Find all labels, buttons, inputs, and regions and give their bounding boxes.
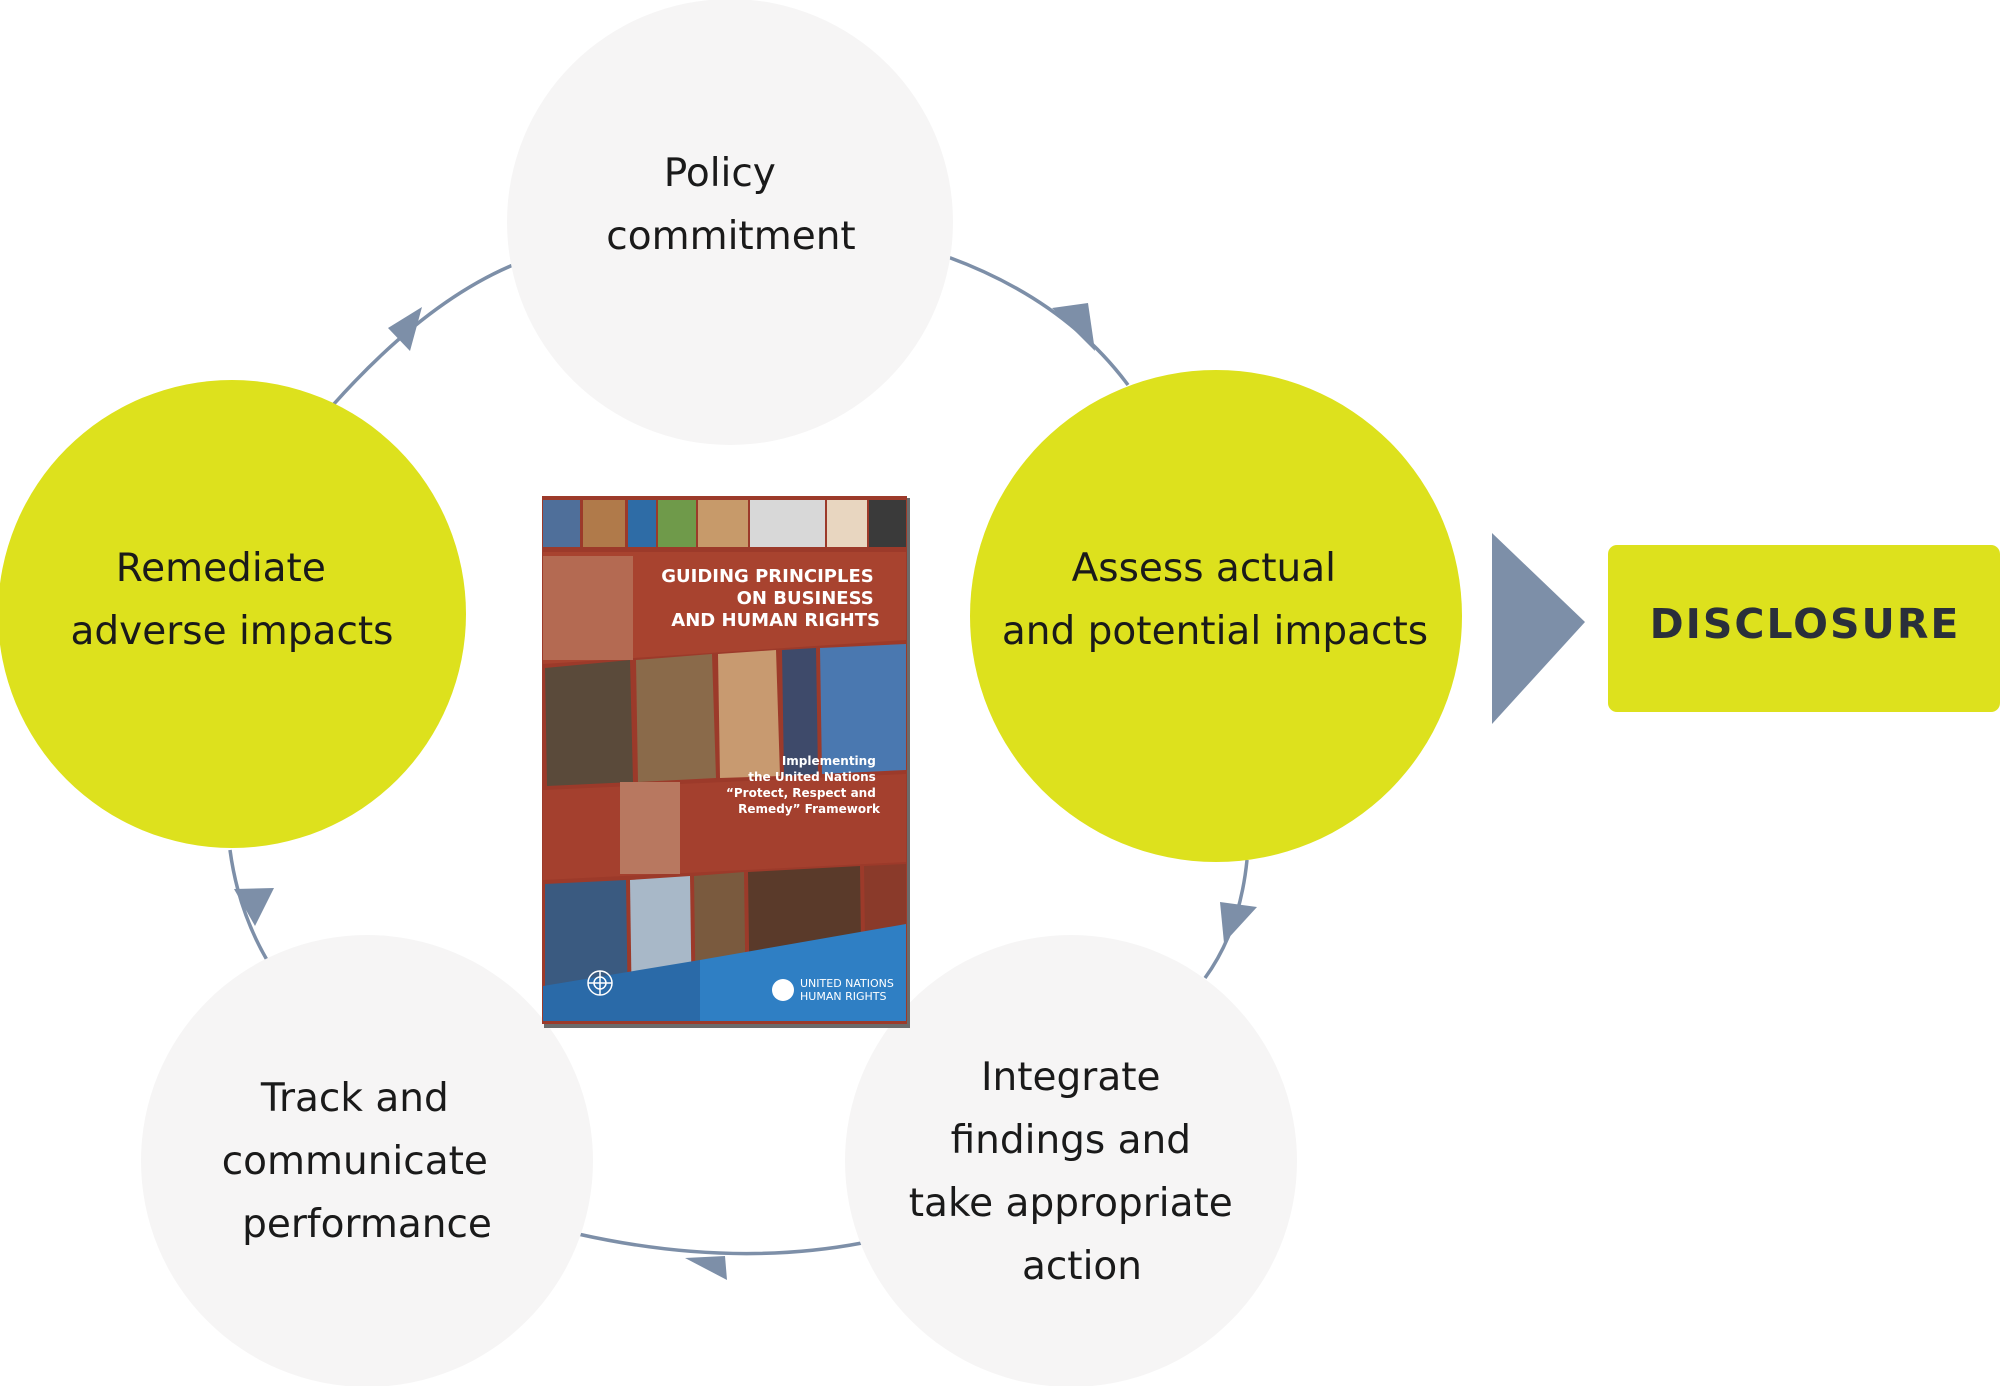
cover-subtitle-line-1: Implementing	[782, 754, 876, 768]
node-remediate-label: Remediate adverse impacts	[70, 546, 393, 654]
node-track-label: Track and communicate performance	[222, 1076, 501, 1247]
arrow-right-icon	[1492, 533, 1585, 724]
node-integrate-line-2: findings and	[951, 1118, 1191, 1163]
node-integrate-line-4: action	[1022, 1244, 1142, 1289]
un-human-rights-logo-icon	[772, 979, 794, 1001]
node-assess-line-1: Assess actual	[1072, 546, 1336, 591]
cover-title-line-1: GUIDING PRINCIPLES	[661, 566, 873, 587]
node-policy-label: Policy commitment	[606, 151, 855, 259]
cover-un-text: UNITED NATIONS HUMAN RIGHTS	[800, 977, 897, 1003]
cover-footer-band-left	[543, 960, 700, 1021]
node-remediate-line-2: adverse impacts	[70, 609, 393, 654]
connector-remediate-policy	[331, 263, 514, 407]
node-integrate-line-3: take appropriate	[909, 1181, 1233, 1226]
disclosure-label: DISCLOSURE	[1650, 600, 1961, 648]
node-integrate-label: Integrate findings and take appropriate …	[909, 1055, 1245, 1289]
cover-un-line-2: HUMAN RIGHTS	[800, 990, 886, 1003]
cover-photo-strip-top	[543, 500, 906, 547]
cover-subtitle-line-3: “Protect, Respect and	[726, 786, 876, 800]
cover-subtitle: Implementing the United Nations “Protect…	[726, 754, 881, 816]
node-assess-circle	[970, 370, 1462, 862]
report-cover: GUIDING PRINCIPLES ON BUSINESS AND HUMAN…	[542, 496, 910, 1028]
node-policy-circle	[507, 0, 953, 445]
cover-photo-face	[543, 556, 633, 660]
cover-photo-woman	[620, 782, 680, 874]
node-track-line-1: Track and	[260, 1076, 449, 1121]
cover-subtitle-line-2: the United Nations	[748, 770, 876, 784]
cover-un-line-1: UNITED NATIONS	[800, 977, 894, 990]
node-integrate-line-1: Integrate	[981, 1055, 1160, 1100]
node-policy-line-2: commitment	[606, 214, 855, 259]
cover-footer-band	[700, 924, 906, 1021]
cover-photo-strip-middle	[545, 644, 906, 786]
node-integrate-circle	[845, 935, 1297, 1386]
node-track-circle	[141, 935, 593, 1386]
cycle-arrow-icon	[685, 1256, 727, 1280]
cycle-arrowheads	[234, 303, 1257, 1280]
connector-track-remediate	[228, 849, 269, 961]
cycle-arrow-icon	[1052, 303, 1095, 351]
cover-title-line-2: ON BUSINESS	[737, 588, 874, 609]
disclosure-box	[1608, 545, 2000, 712]
connector-policy-assess	[947, 255, 1130, 387]
node-assess-label: Assess actual and potential impacts	[1002, 546, 1428, 654]
cycle-arrow-icon	[234, 888, 274, 926]
cycle-arrow-icon	[388, 307, 422, 351]
un-emblem-icon	[587, 970, 613, 996]
connector-integrate-track	[577, 1232, 863, 1256]
cover-title-line-3: AND HUMAN RIGHTS	[671, 610, 880, 631]
node-remediate-circle	[0, 380, 466, 848]
node-track-line-2: communicate	[222, 1139, 488, 1184]
cover-subtitle-line-4: Remedy” Framework	[738, 802, 881, 816]
node-remediate-line-1: Remediate	[116, 546, 326, 591]
node-policy-line-1: Policy	[664, 151, 776, 196]
cycle-arrow-icon	[1220, 902, 1257, 943]
cycle-connectors	[228, 255, 1249, 1256]
cover-title-band	[543, 552, 906, 664]
cover-title: GUIDING PRINCIPLES ON BUSINESS AND HUMAN…	[661, 566, 880, 631]
node-assess-line-2: and potential impacts	[1002, 609, 1428, 654]
node-track-line-3: performance	[242, 1202, 492, 1247]
